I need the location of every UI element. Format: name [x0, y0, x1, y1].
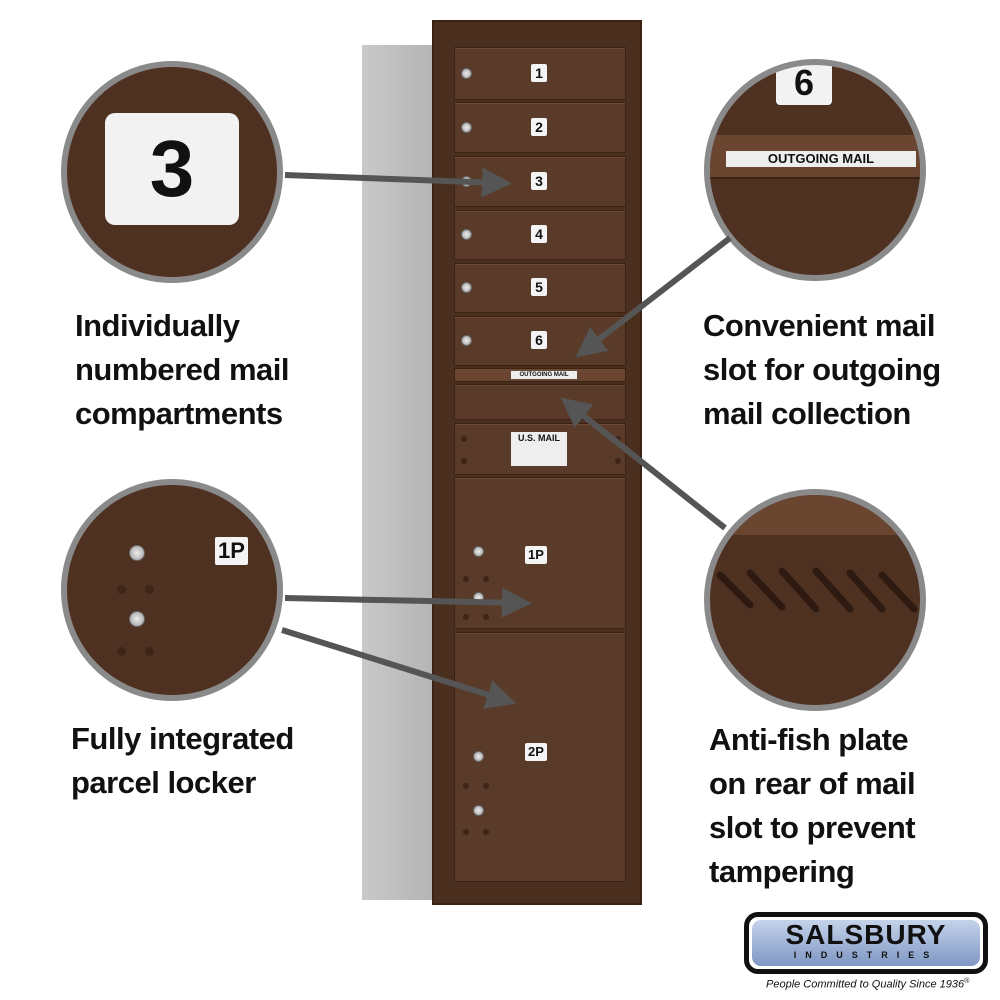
mailbox-side-panel — [362, 45, 434, 900]
lock-icon — [461, 282, 472, 293]
logo-tagline: People Committed to Quality Since 1936® — [766, 978, 970, 991]
compartment-number: 4 — [531, 225, 547, 243]
callout-circle-outgoing: 6 OUTGOING MAIL — [704, 59, 926, 281]
locker-number: 1P — [215, 537, 248, 565]
lock-icon — [473, 805, 484, 816]
locker-number: 2P — [525, 743, 547, 761]
lock-icon — [129, 545, 145, 561]
arrow — [281, 627, 517, 709]
outgoing-label: OUTGOING MAIL — [511, 371, 577, 379]
number-badge: 6 — [776, 65, 832, 105]
anti-fish-panel — [454, 384, 626, 420]
lock-icon — [129, 611, 145, 627]
arrow — [284, 587, 532, 618]
locker-number: 1P — [525, 546, 547, 564]
usmail-plate: U.S. MAIL — [511, 432, 567, 466]
arrow — [575, 235, 732, 358]
salsbury-logo: SALSBURY INDUSTRIES — [744, 912, 988, 974]
compartment-number: 5 — [531, 278, 547, 296]
compartment-number: 6 — [531, 331, 547, 349]
mailbox-frame: 1 2 3 4 5 6 OUTGOING MAIL U.S. MAIL 1P 2… — [432, 20, 642, 905]
lock-icon — [461, 68, 472, 79]
anti-fish-plate-icon — [710, 495, 920, 613]
callout-circle-number: 3 — [61, 61, 283, 283]
compartment-door[interactable]: 1 — [454, 47, 626, 100]
outgoing-mail-slot[interactable]: OUTGOING MAIL — [454, 368, 626, 382]
lock-icon — [461, 229, 472, 240]
lock-icon — [461, 122, 472, 133]
lock-icon — [473, 546, 484, 557]
compartment-number: 3 — [531, 172, 547, 190]
lock-icon — [461, 335, 472, 346]
lock-icon — [473, 751, 484, 762]
compartment-number: 2 — [531, 118, 547, 136]
arrow — [284, 167, 512, 198]
compartment-door[interactable]: 4 — [454, 210, 626, 260]
compartment-door[interactable]: 5 — [454, 263, 626, 313]
parcel-locker-door[interactable]: 2P — [454, 632, 626, 882]
compartment-number: 1 — [531, 64, 547, 82]
usmail-panel: U.S. MAIL — [454, 423, 626, 475]
arrow — [560, 397, 727, 531]
callout-circle-parcel: 1P — [61, 479, 283, 701]
outgoing-label: OUTGOING MAIL — [726, 151, 916, 167]
compartment-door[interactable]: 2 — [454, 102, 626, 153]
number-badge: 3 — [105, 113, 239, 225]
callout-circle-antifish — [704, 489, 926, 711]
